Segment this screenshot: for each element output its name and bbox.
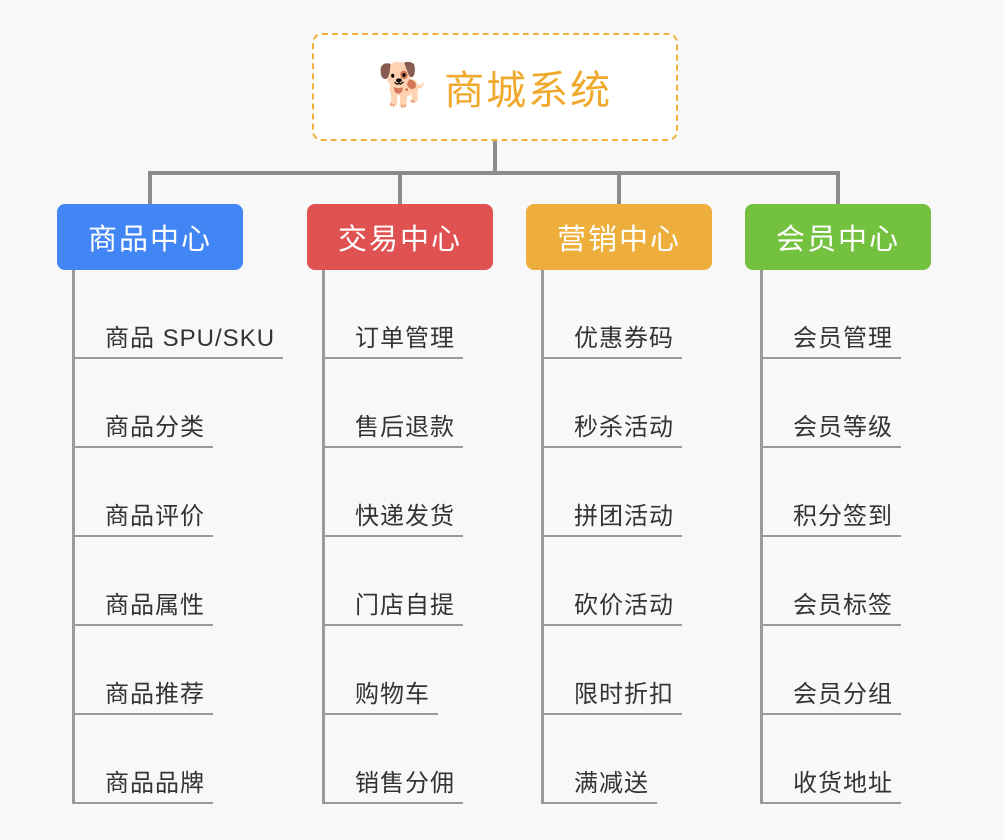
category-header-1[interactable]: 商品中心 — [57, 204, 243, 270]
leaf-item-label: 砍价活动 — [574, 592, 674, 619]
leaf-item-label: 购物车 — [355, 681, 430, 708]
leaf-item-label: 商品评价 — [105, 503, 205, 530]
leaf-item[interactable]: 拼团活动 — [544, 448, 712, 537]
category-column: 商品中心商品 SPU/SKU 商品分类商品评价商品属性商品推荐商品品牌 — [57, 204, 283, 804]
leaf-underline — [75, 624, 213, 626]
connector-drop-4 — [836, 171, 840, 204]
leaf-underline — [763, 357, 901, 359]
leaf-rail: 会员管理会员等级积分签到会员标签会员分组收货地址 — [760, 270, 931, 804]
leaf-item[interactable]: 会员分组 — [763, 626, 931, 715]
leaf-item[interactable]: 商品属性 — [75, 537, 243, 626]
leaf-item-label: 商品推荐 — [105, 681, 205, 708]
leaf-item[interactable]: 购物车 — [325, 626, 493, 715]
leaf-underline — [325, 713, 438, 715]
leaf-underline — [763, 446, 901, 448]
leaf-item-label: 会员等级 — [793, 414, 893, 441]
leaf-underline — [544, 357, 682, 359]
leaf-item[interactable]: 售后退款 — [325, 359, 493, 448]
leaf-item-label: 会员分组 — [793, 681, 893, 708]
leaf-item[interactable]: 会员管理 — [763, 270, 931, 359]
leaf-underline — [75, 357, 283, 359]
category-column: 交易中心订单管理售后退款快递发货门店自提购物车销售分佣 — [307, 204, 493, 804]
connector-drop-1 — [148, 171, 152, 204]
leaf-item-label: 商品属性 — [105, 592, 205, 619]
leaf-underline — [763, 802, 901, 804]
leaf-item-label: 拼团活动 — [574, 503, 674, 530]
leaf-item[interactable]: 门店自提 — [325, 537, 493, 626]
leaf-underline — [75, 802, 213, 804]
category-label: 商品中心 — [87, 224, 212, 256]
leaf-underline — [325, 535, 463, 537]
leaf-item-label: 快递发货 — [355, 503, 455, 530]
leaf-item[interactable]: 商品评价 — [75, 448, 243, 537]
leaf-item[interactable]: 商品 SPU/SKU — [75, 270, 283, 359]
leaf-item[interactable]: 会员标签 — [763, 537, 931, 626]
category-column: 会员中心会员管理会员等级积分签到会员标签会员分组收货地址 — [745, 204, 931, 804]
leaf-underline — [544, 624, 682, 626]
leaf-underline — [544, 535, 682, 537]
category-header-2[interactable]: 交易中心 — [307, 204, 493, 270]
leaf-item-label: 积分签到 — [793, 503, 893, 530]
leaf-item-label: 售后退款 — [355, 414, 455, 441]
leaf-rail: 商品 SPU/SKU 商品分类商品评价商品属性商品推荐商品品牌 — [72, 270, 283, 804]
leaf-item[interactable]: 商品推荐 — [75, 626, 243, 715]
leaf-item[interactable]: 秒杀活动 — [544, 359, 712, 448]
category-header-3[interactable]: 营销中心 — [526, 204, 712, 270]
leaf-underline — [763, 713, 901, 715]
leaf-item-label: 销售分佣 — [355, 770, 455, 797]
leaf-underline — [75, 713, 213, 715]
category-label: 营销中心 — [556, 224, 681, 256]
leaf-item-label: 限时折扣 — [574, 681, 674, 708]
leaf-item-label: 商品分类 — [105, 414, 205, 441]
leaf-item[interactable]: 订单管理 — [325, 270, 493, 359]
leaf-item-label: 收货地址 — [793, 770, 893, 797]
leaf-item-label: 优惠券码 — [574, 325, 674, 352]
leaf-item-label: 商品 SPU/SKU — [105, 325, 276, 352]
leaf-underline — [325, 802, 463, 804]
leaf-item-label: 满减送 — [574, 770, 649, 797]
leaf-rail: 订单管理售后退款快递发货门店自提购物车销售分佣 — [322, 270, 493, 804]
leaf-underline — [325, 357, 463, 359]
shiba-dog-icon: 🐕 — [377, 61, 431, 108]
category-label: 会员中心 — [775, 224, 900, 256]
leaf-rail: 优惠券码秒杀活动拼团活动砍价活动限时折扣满减送 — [541, 270, 712, 804]
category-column: 营销中心优惠券码秒杀活动拼团活动砍价活动限时折扣满减送 — [526, 204, 712, 804]
leaf-item-label: 商品品牌 — [105, 770, 205, 797]
leaf-item[interactable]: 砍价活动 — [544, 537, 712, 626]
leaf-item-label: 会员管理 — [793, 325, 893, 352]
leaf-item[interactable]: 商品分类 — [75, 359, 243, 448]
leaf-item-label: 门店自提 — [355, 592, 455, 619]
leaf-item-label: 订单管理 — [355, 325, 455, 352]
leaf-item[interactable]: 销售分佣 — [325, 715, 493, 804]
leaf-item[interactable]: 优惠券码 — [544, 270, 712, 359]
root-title: 商城系统 — [444, 69, 613, 113]
leaf-underline — [763, 535, 901, 537]
connector-root-stem — [493, 141, 497, 173]
root-node[interactable]: 🐕 商城系统 — [312, 33, 678, 141]
leaf-item[interactable]: 会员等级 — [763, 359, 931, 448]
leaf-item[interactable]: 快递发货 — [325, 448, 493, 537]
category-header-4[interactable]: 会员中心 — [745, 204, 931, 270]
leaf-underline — [544, 802, 657, 804]
leaf-item[interactable]: 满减送 — [544, 715, 712, 804]
connector-horizontal-bus — [148, 171, 840, 175]
leaf-item-label: 会员标签 — [793, 592, 893, 619]
leaf-item[interactable]: 商品品牌 — [75, 715, 243, 804]
leaf-underline — [763, 624, 901, 626]
leaf-underline — [544, 446, 682, 448]
leaf-item-label: 秒杀活动 — [574, 414, 674, 441]
leaf-underline — [325, 446, 463, 448]
connector-drop-2 — [398, 171, 402, 204]
leaf-underline — [75, 446, 213, 448]
leaf-underline — [544, 713, 682, 715]
leaf-item[interactable]: 收货地址 — [763, 715, 931, 804]
connector-drop-3 — [617, 171, 621, 204]
leaf-item[interactable]: 积分签到 — [763, 448, 931, 537]
leaf-underline — [325, 624, 463, 626]
category-label: 交易中心 — [337, 224, 462, 256]
leaf-item[interactable]: 限时折扣 — [544, 626, 712, 715]
leaf-underline — [75, 535, 213, 537]
